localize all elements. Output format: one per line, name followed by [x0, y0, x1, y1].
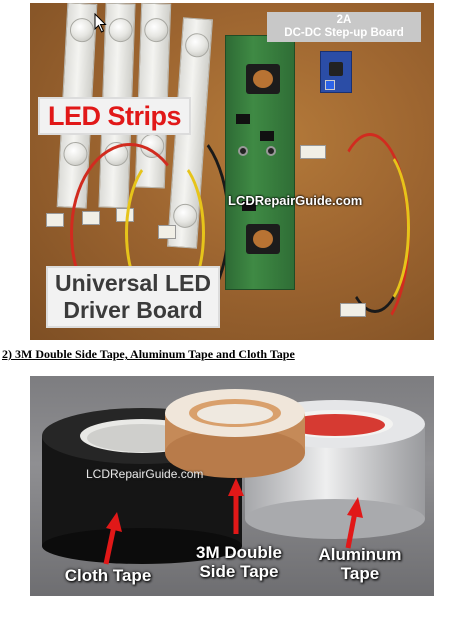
aluminum-tape-label: Aluminum Tape: [310, 545, 410, 583]
aluminum-label-line2: Tape: [340, 564, 380, 583]
led-parts-photo: LED Strips Universal LED Driver Board 2A…: [30, 3, 434, 340]
driver-label-line2: Driver Board: [63, 297, 203, 323]
driver-board-label: Universal LED Driver Board: [46, 266, 220, 328]
double-side-tape-label: 3M Double Side Tape: [190, 543, 288, 581]
mouse-pointer-icon: [94, 13, 107, 33]
watermark-text: LCDRepairGuide.com: [86, 467, 204, 481]
driver-label-line1: Universal LED: [55, 270, 211, 296]
dc-dc-stepup-board: [320, 51, 352, 93]
aluminum-label-line1: Aluminum: [318, 545, 402, 564]
arrow-up-icon: [345, 497, 363, 549]
stepup-label-line2: DC-DC Step-up Board: [284, 27, 404, 39]
watermark-text: LCDRepairGuide.com: [228, 193, 363, 208]
section-caption: 2) 3M Double Side Tape, Aluminum Tape an…: [2, 347, 295, 361]
double-label-line1: 3M Double: [196, 543, 282, 562]
cloth-tape-label: Cloth Tape: [53, 566, 163, 585]
stepup-board-label: 2A DC-DC Step-up Board: [267, 12, 421, 42]
stepup-label-line1: 2A: [336, 14, 352, 26]
led-driver-board: [225, 35, 295, 290]
arrow-up-icon: [228, 478, 244, 534]
led-strips-label: LED Strips: [38, 97, 192, 135]
double-side-tape-roll: [165, 389, 305, 478]
cloth-label-line1: Cloth Tape: [64, 566, 152, 585]
arrow-up-icon: [103, 512, 122, 565]
double-label-line2: Side Tape: [199, 562, 279, 581]
tape-photo: LCDRepairGuide.com Cloth Tape 3M Double …: [30, 376, 434, 596]
